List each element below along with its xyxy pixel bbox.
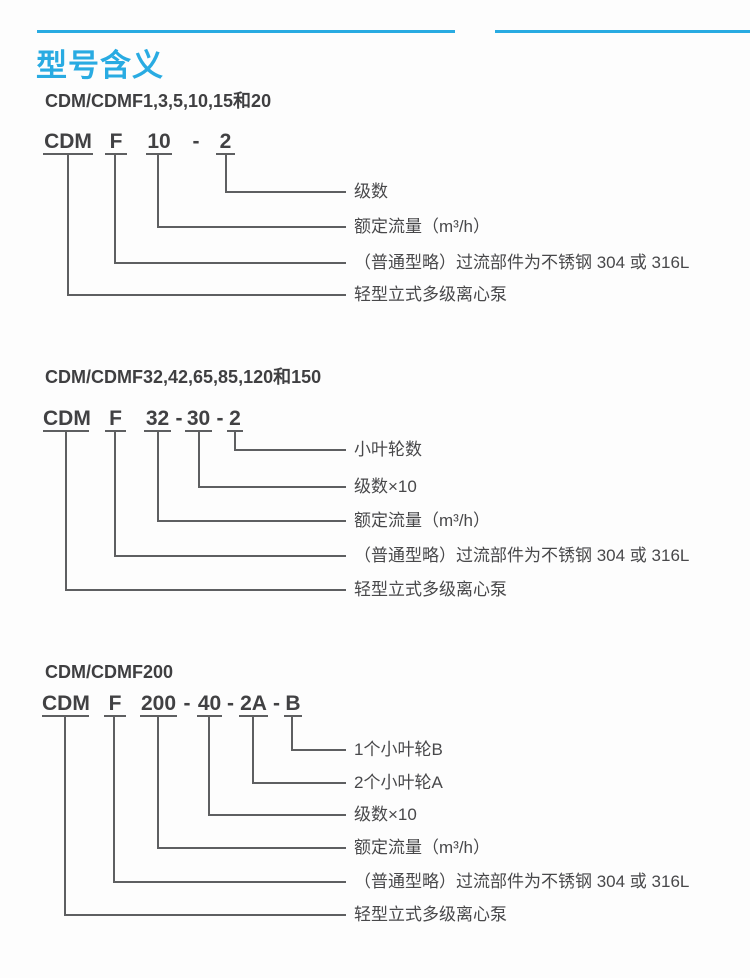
label-impeller-a: 2个小叶轮A xyxy=(354,773,443,792)
code-part-stages10: 30 xyxy=(185,407,212,432)
code-part-material-flag: F xyxy=(105,130,127,155)
code-part-flow: 32 xyxy=(144,407,171,432)
connector-line-horizontal xyxy=(198,486,346,488)
connector-line-horizontal xyxy=(291,749,346,751)
label-small-impellers: 小叶轮数 xyxy=(354,440,422,459)
code-part-series: CDM xyxy=(42,692,90,717)
connector-line-vertical xyxy=(252,717,254,784)
code-part-dash: - xyxy=(192,130,200,153)
label-flow: 额定流量（m³/h） xyxy=(354,511,490,530)
connector-line-horizontal xyxy=(114,555,346,557)
connector-line-vertical xyxy=(114,155,116,264)
connector-line-horizontal xyxy=(157,520,346,522)
connector-line-horizontal xyxy=(225,191,346,193)
connector-line-vertical xyxy=(157,717,159,849)
connector-line-vertical xyxy=(65,432,67,591)
connector-line-horizontal xyxy=(113,881,346,883)
connector-line-vertical xyxy=(114,432,116,557)
code-part-series: CDM xyxy=(43,130,93,155)
code-part-impeller-b: B xyxy=(284,692,302,717)
code-part-material-flag: F xyxy=(105,407,126,432)
label-material: （普通型略）过流部件为不锈钢 304 或 316L xyxy=(354,546,690,565)
code-part-flow: 200 xyxy=(140,692,177,717)
section-header: CDM/CDMF200 xyxy=(45,662,174,682)
code-part-impeller-a: 2A xyxy=(239,692,268,717)
connector-line-vertical xyxy=(157,432,159,522)
connector-line-vertical xyxy=(234,432,236,451)
label-type: 轻型立式多级离心泵 xyxy=(354,580,507,599)
code-part-stages10: 40 xyxy=(197,692,222,717)
connector-line-vertical xyxy=(208,717,210,816)
top-divider-line xyxy=(495,30,750,33)
label-stages10: 级数×10 xyxy=(354,477,417,496)
connector-line-vertical xyxy=(291,717,293,751)
section-header: CDM/CDMF32,42,65,85,120和150 xyxy=(45,367,322,387)
connector-line-horizontal xyxy=(65,589,346,591)
code-part-dash: - xyxy=(216,407,224,430)
connector-line-horizontal xyxy=(157,226,346,228)
code-part-material-flag: F xyxy=(104,692,126,717)
label-material: （普通型略）过流部件为不锈钢 304 或 316L xyxy=(354,253,690,272)
code-part-series: CDM xyxy=(43,407,91,432)
connector-line-horizontal xyxy=(208,814,346,816)
page-title: 型号含义 xyxy=(36,48,164,83)
section-header: CDM/CDMF1,3,5,10,15和20 xyxy=(45,91,272,111)
label-type: 轻型立式多级离心泵 xyxy=(354,905,507,924)
label-impeller-b: 1个小叶轮B xyxy=(354,740,443,759)
connector-line-vertical xyxy=(157,155,159,228)
connector-line-vertical xyxy=(113,717,115,883)
label-flow: 额定流量（m³/h） xyxy=(354,217,490,236)
code-part-dash: - xyxy=(227,692,234,715)
label-flow: 额定流量（m³/h） xyxy=(354,838,490,857)
connector-line-horizontal xyxy=(157,847,346,849)
code-part-stages: 2 xyxy=(216,130,235,155)
connector-line-vertical xyxy=(64,717,66,916)
label-type: 轻型立式多级离心泵 xyxy=(354,285,507,304)
label-stages: 级数 xyxy=(354,182,388,201)
code-part-small-impellers: 2 xyxy=(227,407,243,432)
connector-line-horizontal xyxy=(234,449,346,451)
connector-line-vertical xyxy=(198,432,200,488)
top-divider-line xyxy=(37,30,455,33)
connector-line-horizontal xyxy=(67,294,346,296)
code-part-dash: - xyxy=(273,692,280,715)
code-part-dash: - xyxy=(183,692,191,715)
label-material: （普通型略）过流部件为不锈钢 304 或 316L xyxy=(354,872,690,891)
code-part-flow: 10 xyxy=(146,130,172,155)
connector-line-horizontal xyxy=(64,914,346,916)
connector-line-vertical xyxy=(225,155,227,193)
label-stages10: 级数×10 xyxy=(354,805,417,824)
connector-line-horizontal xyxy=(252,782,346,784)
connector-line-vertical xyxy=(67,155,69,296)
connector-line-horizontal xyxy=(114,262,346,264)
code-part-dash: - xyxy=(175,407,183,430)
